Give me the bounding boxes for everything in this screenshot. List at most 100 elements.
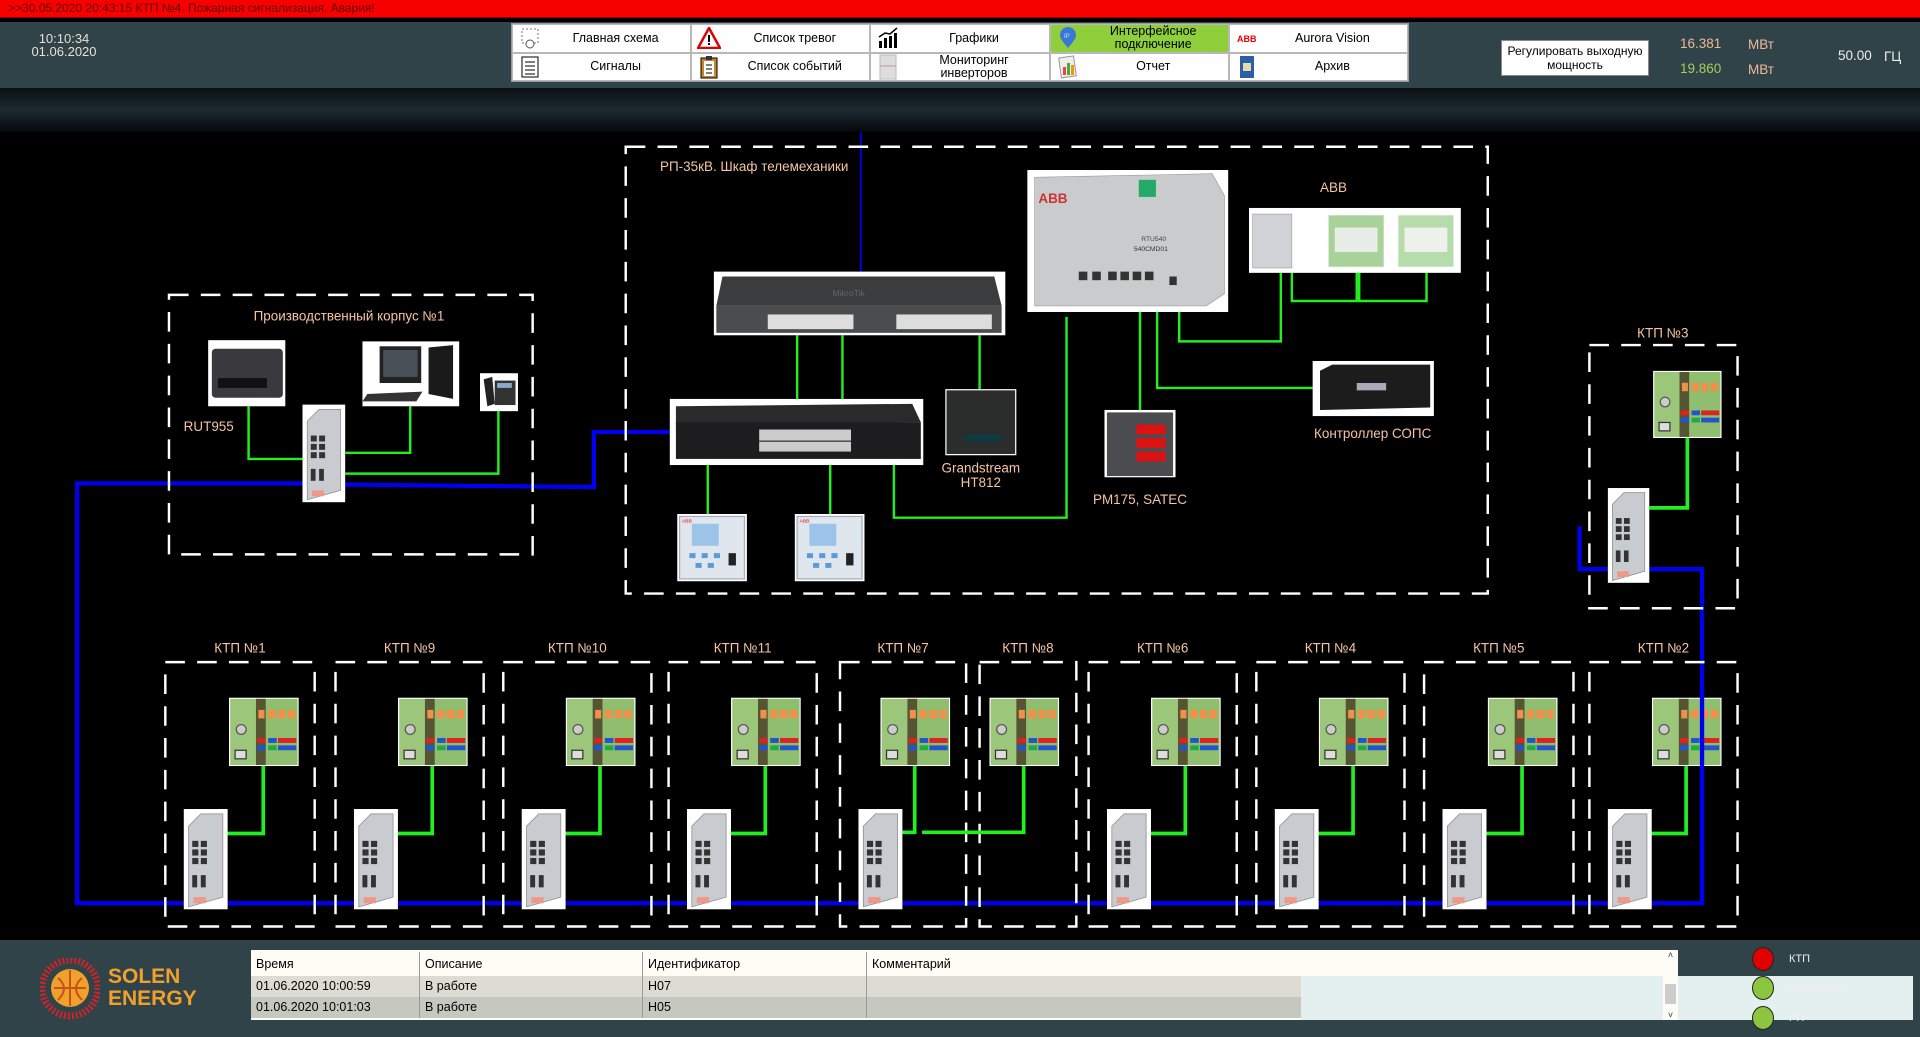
cell-identifier: H07 [643,976,867,997]
ktp-label: КТП №8 [1002,640,1053,655]
mikrotik-router: MikroTik [713,271,1006,336]
grandstream-model-label: HT812 [961,475,1001,490]
ktp-ethernet-link [564,766,602,836]
cell-description: В работе [420,976,643,997]
ktp-ethernet-link [396,766,435,836]
ktp-label: КТП №6 [1137,640,1188,655]
legend-ktp-label: КТП [1789,953,1811,965]
nav-label: Сигналы [590,59,641,74]
nav-report[interactable]: Отчет [1049,52,1229,81]
ktp-io-module [1487,697,1558,767]
alarm-warning-icon [692,25,726,52]
nav-archive[interactable]: Архив [1228,52,1408,81]
table-row[interactable]: 01.06.2020 10:00:59 В работе H07 [251,976,1301,997]
ktp-zone [164,660,316,928]
clock-date: 01.06.2020 [31,44,97,59]
nav-charts[interactable]: Графики [870,24,1050,53]
regulate-output-power-button[interactable]: Регулировать выходную мощность [1501,40,1649,76]
grandstream-ht812 [945,389,1017,456]
ktp-io-module [731,697,801,767]
inverter-icon [871,54,905,81]
ktp-label: КТП №9 [384,640,435,655]
ktp-zone [334,660,485,928]
ktp-io-module [1151,697,1221,767]
ktp-zone [978,660,1078,928]
alarm-banner[interactable]: >>30.05.2020 20:43:15 КТП №4. Пожарная с… [0,0,1920,18]
sops-controller [1312,360,1434,417]
report-icon [1051,54,1085,81]
ktp-io-module [880,697,951,767]
list-icon [513,54,547,81]
ktp-ethernet-switch [1442,809,1487,910]
nav-signals[interactable]: Сигналы [512,52,692,81]
ktp-ethernet-switch [183,809,228,910]
abb-relay-1 [677,513,747,582]
nav-main-scheme[interactable]: Главная схема [512,24,692,53]
clock-time: 10:10:34 [38,31,90,46]
column-header-identifier[interactable]: Идентификатор [643,952,867,976]
frequency-unit: ГЦ [1884,49,1902,64]
legend-inverters-status-icon [1752,976,1774,1000]
logo-line-1: SOLEN [108,965,181,988]
cell-comment [867,997,1301,1018]
ktp-label: КТП №11 [714,640,772,655]
ktp-zone [667,660,818,928]
power-unit-2: МВт [1748,62,1774,77]
ktp-ethernet-link [1650,766,1688,836]
event-table: Время Описание Идентификатор Комментарий… [251,950,1913,1020]
ktp-ethernet-switch [1274,809,1319,910]
ktp-ethernet-switch [1106,809,1152,910]
abb-label: ABB [1320,180,1347,195]
mikrotik-brand: MikroTik [833,288,866,298]
ktp-label: КТП №4 [1305,640,1357,655]
nav-inverter-monitoring[interactable]: Мониторинг инверторов [870,52,1050,81]
column-header-description[interactable]: Описание [420,952,643,976]
main-scheme-icon [513,25,547,52]
ip-pin-icon: IP [1051,25,1085,52]
ktp-label: КТП №10 [548,640,607,655]
ktp-zone [1422,660,1575,928]
nav-label: Отчет [1136,59,1171,74]
nav-label: Главная схема [572,30,659,45]
scroll-thumb[interactable] [1665,984,1676,1004]
nav-label: Мониторинг инверторов [939,52,1009,80]
scroll-down-icon[interactable]: ˅ [1667,1010,1674,1020]
ktp3-zone [1588,343,1739,610]
ktp-ethernet-link [226,766,266,836]
legend-ktp-status-icon [1752,947,1774,971]
workstation-pc [362,341,460,407]
clipboard-icon [692,54,726,81]
table-scrollbar[interactable]: ˄ ˅ [1663,950,1678,1020]
ktp3-label: КТП №3 [1637,326,1688,341]
legend-rp-label: РП [1789,1012,1805,1024]
sops-label: Контроллер СОПС [1314,426,1432,441]
ktp3-io-module [1653,370,1722,439]
ktp-label: КТП №1 [214,640,265,655]
column-header-comment[interactable]: Комментарий [872,957,951,971]
zone-boxes [167,145,1739,610]
chart-icon [871,25,905,52]
ktp-ethernet-link [729,766,768,836]
column-header-time[interactable]: Время [251,952,420,976]
rtu-code: 540CMD01 [1134,246,1168,253]
nav-alarm-list[interactable]: Список тревог [691,24,871,53]
ktp-zone [838,660,968,928]
cell-time: 01.06.2020 10:01:03 [251,997,420,1018]
ktp-io-module [1318,697,1389,767]
scroll-up-icon[interactable]: ˄ [1667,950,1674,960]
corp-title: Производственный корпус №1 [254,309,445,324]
dell-switch [669,398,924,466]
rp-zone [624,145,1489,595]
table-empty-area [1301,976,1913,1020]
ktp-ethernet-link [922,766,1026,835]
nav-event-list[interactable]: Список событий [691,52,871,81]
table-row[interactable]: 01.06.2020 10:01:03 В работе H05 [251,997,1301,1018]
rp-title: РП-35кВ. Шкаф телемеханики [660,159,848,174]
rut955-router [208,340,286,407]
legend-rp-status-icon [1752,1006,1774,1030]
sun-logo-icon [38,956,102,1020]
